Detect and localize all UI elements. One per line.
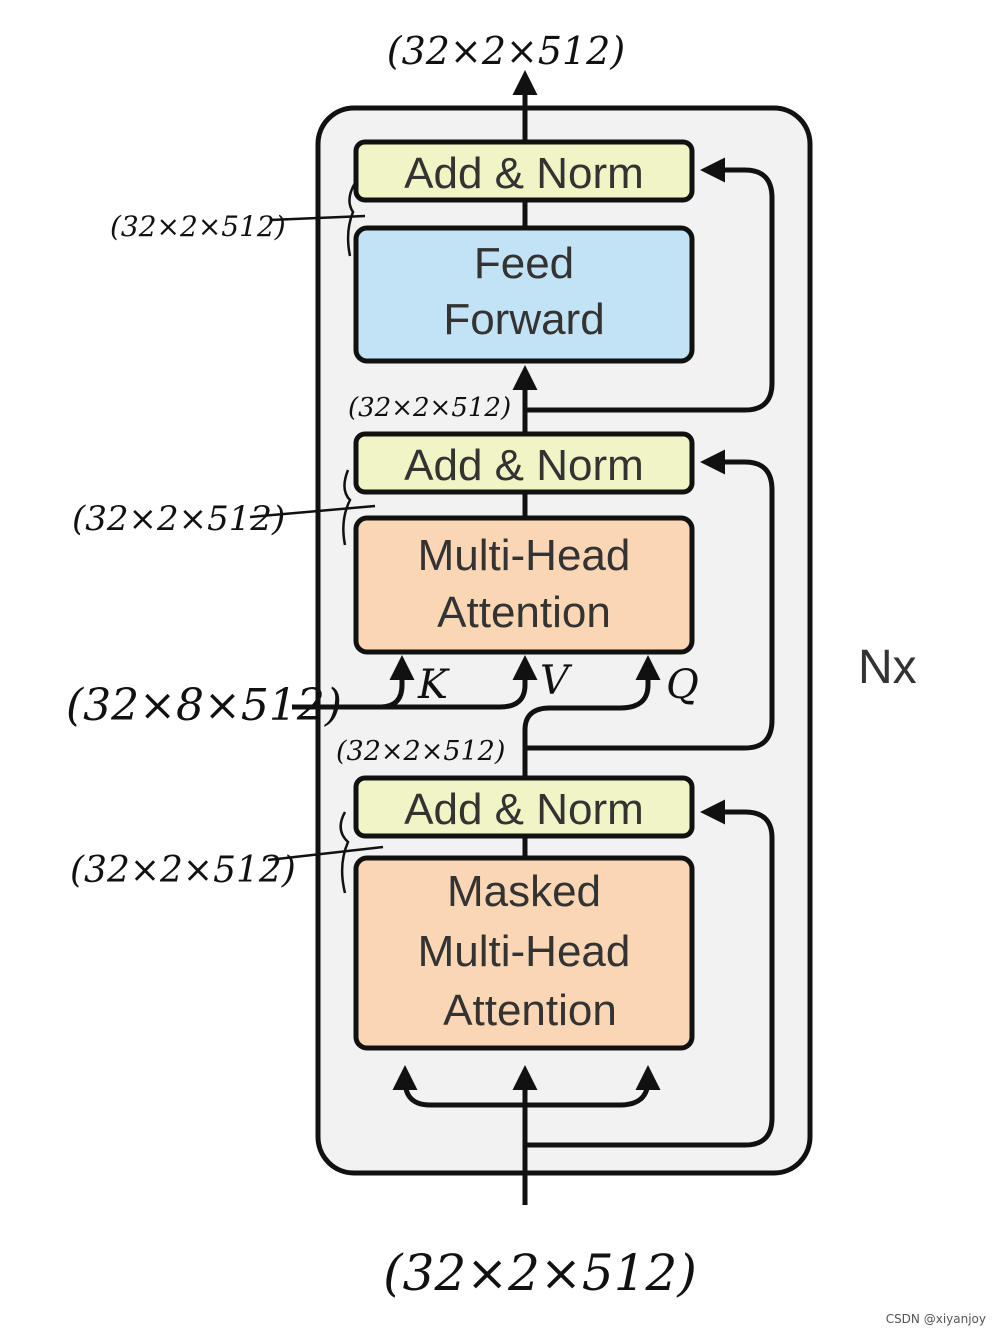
- feed-forward-block: Feed Forward: [353, 225, 695, 364]
- multi-head-attention-block: Multi-Head Attention: [353, 515, 695, 655]
- add-norm-top: Add & Norm: [353, 139, 695, 203]
- add-norm-bottom-label: Add & Norm: [404, 785, 644, 834]
- masked-attention-label-line2: Multi-Head: [418, 927, 631, 976]
- add-norm-bottom: Add & Norm: [353, 775, 695, 839]
- ff-input-shape-annotation: (32×2×512): [110, 210, 286, 243]
- masked-output-shape-annotation: (32×2×512): [70, 850, 296, 891]
- key-input-label: K: [417, 662, 450, 708]
- query-input-label: Q: [666, 662, 699, 708]
- value-input-label: V: [540, 658, 573, 704]
- attention-output-shape-annotation: (32×2×512): [72, 499, 285, 539]
- multi-head-attention-label-line1: Multi-Head: [418, 531, 631, 580]
- encoder-memory-shape-annotation: (32×8×512): [66, 680, 342, 731]
- ff-input-annotation-group: [269, 182, 366, 257]
- attention-output-annotation-group: [249, 469, 376, 546]
- add-norm-middle: Add & Norm: [353, 431, 695, 495]
- masked-multi-head-attention-block: Masked Multi-Head Attention: [353, 855, 695, 1051]
- watermark: CSDN @xiyanjoy: [885, 1312, 986, 1326]
- main-flow-lines: [292, 70, 775, 1205]
- feed-forward-label-line1: Feed: [474, 239, 574, 288]
- input-shape-annotation: (32×2×512): [383, 1244, 697, 1302]
- masked-attention-label-line3: Attention: [443, 986, 617, 1035]
- output-shape-annotation: (32×2×512): [387, 29, 625, 73]
- add-norm-middle-label: Add & Norm: [404, 441, 644, 490]
- after-attention-norm-annotation: (32×2×512): [348, 393, 511, 423]
- masked-attention-label-line1: Masked: [447, 867, 601, 916]
- masked-output-annotation-group: [267, 811, 384, 894]
- repeat-count-label: Nx: [858, 641, 917, 694]
- add-norm-top-label: Add & Norm: [404, 149, 644, 198]
- multi-head-attention-label-line2: Attention: [437, 588, 611, 637]
- feed-forward-label-line2: Forward: [443, 295, 604, 344]
- after-masked-norm-annotation: (32×2×512): [336, 736, 505, 767]
